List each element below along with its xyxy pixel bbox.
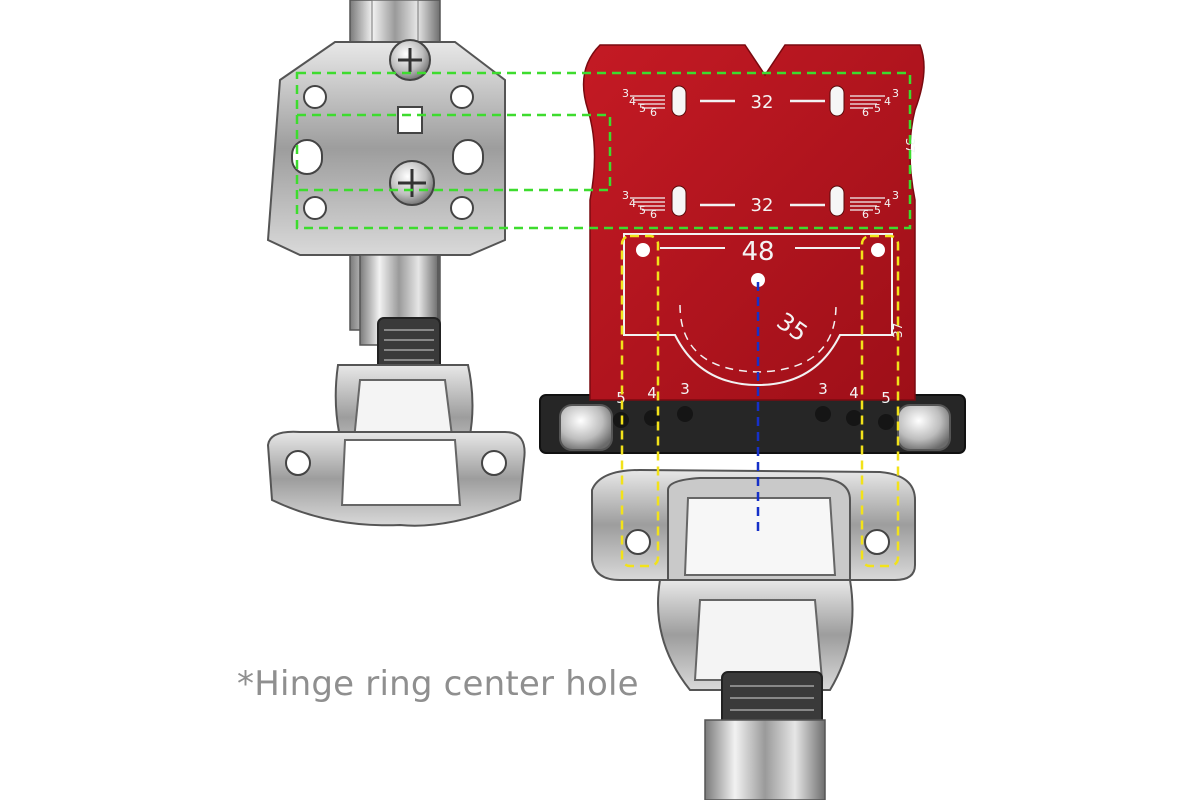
scale-left-bottom-2: 4 xyxy=(629,197,636,210)
scale-right-bottom-4: 3 xyxy=(892,189,899,202)
screw-icon xyxy=(389,39,435,206)
jig-plate xyxy=(582,44,925,401)
scale-right-top-4: 3 xyxy=(892,87,899,100)
scale-left-top-3: 5 xyxy=(639,102,646,115)
scale-right-bottom-1: 6 xyxy=(862,208,869,221)
scale-left-top-1: 3 xyxy=(622,87,629,100)
right-hinge xyxy=(591,468,916,801)
side-mark-top: 37 xyxy=(903,138,917,153)
offset-left-5: 5 xyxy=(616,389,626,407)
left-knob xyxy=(559,404,613,451)
drilling-jig: 32 32 3 4 5 6 6 5 4 3 3 4 5 6 6 5 4 3 37… xyxy=(539,44,966,454)
yellow-guides xyxy=(620,234,900,568)
spacing-label-top: 32 xyxy=(751,92,774,113)
scale-left-bottom-4: 6 xyxy=(650,208,657,221)
scale-left-bottom-1: 3 xyxy=(622,189,629,202)
scale-right-top-1: 6 xyxy=(862,106,869,119)
offset-left-3: 3 xyxy=(680,380,690,398)
offset-right-3: 3 xyxy=(818,380,828,398)
side-mark-bottom: 37 xyxy=(891,323,905,338)
right-knob xyxy=(897,404,951,451)
offset-right-5: 5 xyxy=(881,389,891,407)
cup-spacing-label: 48 xyxy=(741,237,774,267)
scale-left-bottom-3: 5 xyxy=(639,204,646,217)
spacing-label-bottom: 32 xyxy=(751,195,774,216)
scale-right-bottom-2: 5 xyxy=(874,204,881,217)
scale-left-top-4: 6 xyxy=(650,106,657,119)
green-guides xyxy=(295,71,912,230)
offset-left-4: 4 xyxy=(647,384,657,402)
scale-right-bottom-3: 4 xyxy=(884,197,891,210)
left-hinge xyxy=(266,0,526,527)
scale-right-top-2: 5 xyxy=(874,102,881,115)
scale-left-top-2: 4 xyxy=(629,95,636,108)
scale-right-top-3: 4 xyxy=(884,95,891,108)
left-hinge-plate xyxy=(266,41,506,256)
offset-right-4: 4 xyxy=(849,384,859,402)
caption-text: *Hinge ring center hole xyxy=(237,664,639,704)
